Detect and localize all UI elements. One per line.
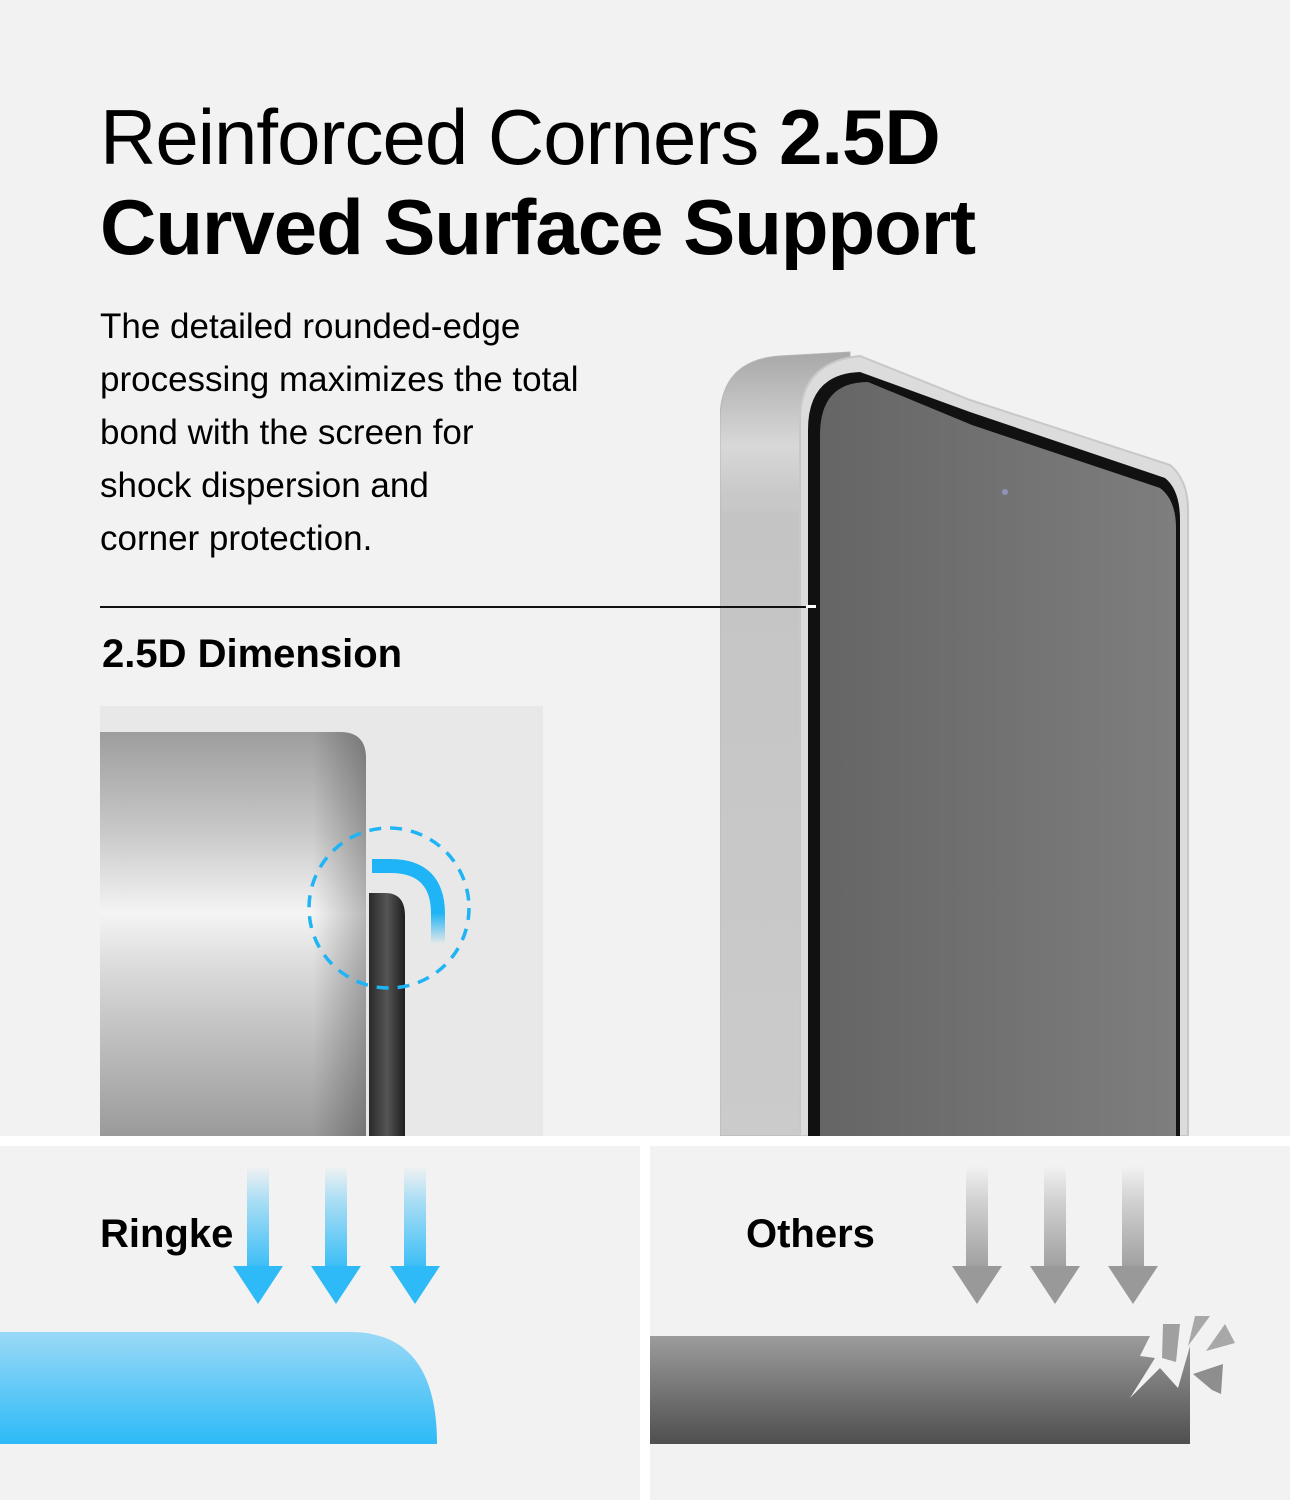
ringke-panel: Ringke <box>0 1146 640 1500</box>
callout-line <box>100 606 815 608</box>
arrow-down-icon <box>233 1166 283 1304</box>
crack-icon <box>1162 1316 1235 1394</box>
others-diagram <box>650 1166 1235 1444</box>
description-line: The detailed rounded-edge <box>100 307 521 346</box>
ringke-label: Ringke <box>100 1212 234 1256</box>
description-line: shock dispersion and <box>100 466 429 505</box>
headline-light: Reinforced Corners <box>100 93 779 181</box>
arrow-down-icon <box>1108 1166 1158 1304</box>
description-line: corner protection. <box>100 519 373 558</box>
callout-line-tip <box>806 605 816 608</box>
headline-line-2: Curved Surface Support <box>100 183 976 271</box>
dimension-title: 2.5D Dimension <box>102 632 403 676</box>
description-line: bond with the screen for <box>100 413 474 452</box>
arrow-down-icon <box>952 1166 1002 1304</box>
arrow-down-icon <box>390 1166 440 1304</box>
description: The detailed rounded-edge processing max… <box>100 300 700 565</box>
dimension-detail-image <box>100 706 543 1136</box>
headline-bold: 2.5D <box>778 93 941 181</box>
panel-divider <box>640 1136 650 1500</box>
headline-line-1: Reinforced Corners 2.5D <box>100 92 1150 182</box>
arrow-down-icon <box>311 1166 361 1304</box>
others-label: Others <box>746 1212 875 1256</box>
description-line: processing maximizes the total <box>100 360 579 399</box>
phone-illustration <box>719 350 1190 1137</box>
others-panel: Others <box>650 1146 1290 1500</box>
headline: Reinforced Corners 2.5D Curved Surface S… <box>100 92 1150 272</box>
arrow-down-icon <box>1030 1166 1080 1304</box>
ringke-diagram <box>0 1166 440 1444</box>
